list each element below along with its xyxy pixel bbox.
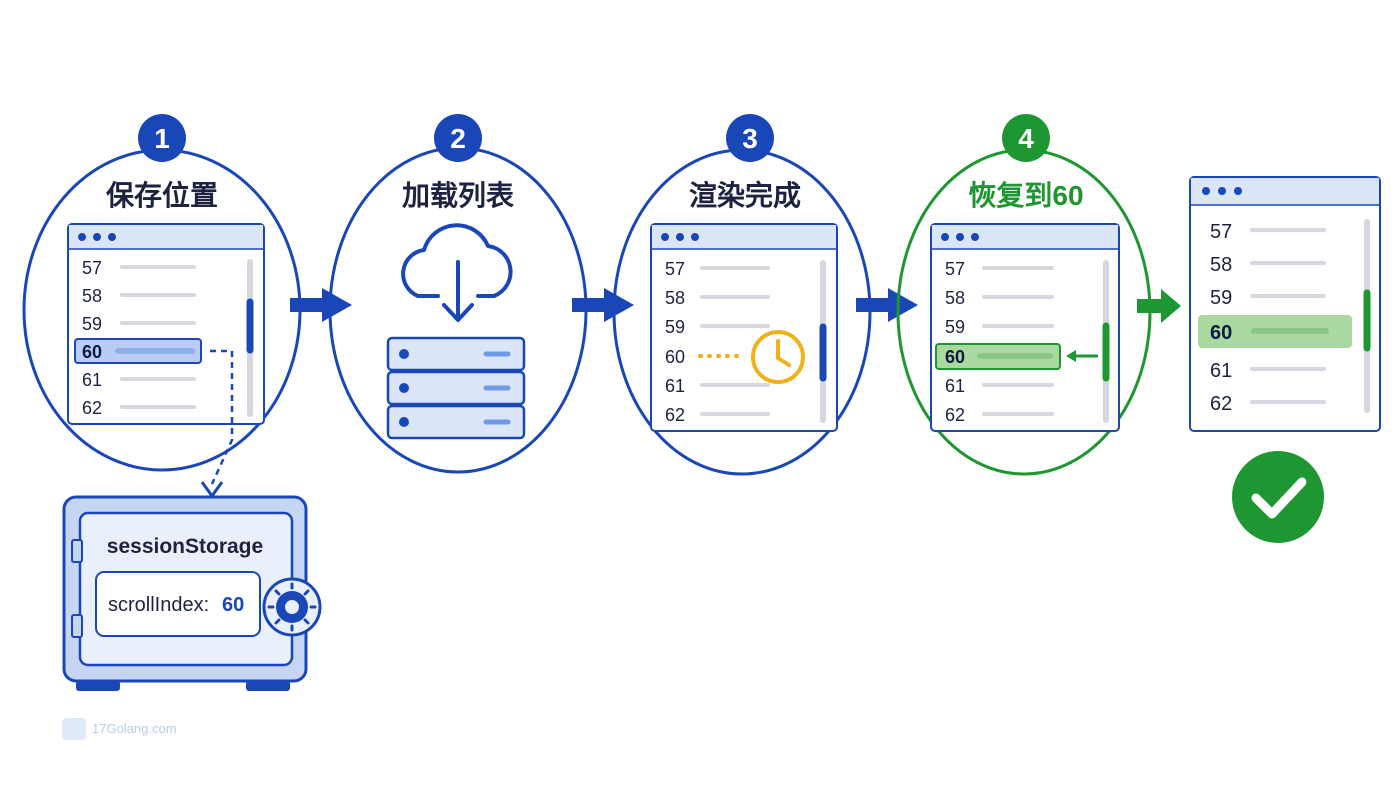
flow-arrow-2 [572,288,634,322]
cloud-download-icon [401,223,513,322]
watermark: 17Golang.com [62,718,177,740]
row-label: 57 [665,259,685,279]
row-label: 58 [665,288,685,308]
row-label: 57 [1210,221,1232,243]
row-label: 57 [82,258,102,278]
step-2: 2 加载列表 [328,114,588,474]
save-connector-arrowhead [200,481,224,499]
row-label: 58 [1210,254,1232,276]
step-3: 3 渲染完成 57 58 59 60 61 62 [612,114,872,476]
row-label: 61 [945,376,965,396]
storage-entry-box [95,571,261,637]
row-label: 62 [82,398,102,418]
server-stack-icon [386,336,526,440]
safe-dial-icon [262,577,322,637]
list-window-3: 57 58 59 60 61 62 [650,223,838,432]
session-storage-safe: sessionStorage scrollIndex: 60 [62,495,322,691]
clock-icon [751,330,805,384]
row-label: 61 [1210,360,1232,382]
row-label: 62 [1210,393,1232,415]
row-label: 62 [665,405,685,425]
row-label: 59 [1210,287,1232,309]
step-2-badge [434,114,482,162]
storage-key: scrollIndex: [108,594,209,616]
row-label: 59 [665,317,685,337]
check-circle-icon [1232,451,1324,543]
step-1: 1 保存位置 57 58 59 60 61 62 [22,114,302,499]
watermark-text: 17Golang.com [92,721,177,736]
result-window: 57 58 59 60 61 62 [1189,176,1381,432]
window-dot [78,233,86,241]
window-dot [93,233,101,241]
list-window-4: 57 58 59 60 61 62 [930,223,1120,432]
watermark-logo-icon [62,718,86,740]
row-label-selected: 60 [82,342,102,362]
row-label: 58 [82,286,102,306]
row-label: 59 [82,314,102,334]
storage-value: 60 [222,594,244,616]
row-label-final: 60 [1210,322,1232,344]
row-label: 58 [945,288,965,308]
row-label: 60 [665,347,685,367]
row-label: 61 [82,370,102,390]
save-connector [210,349,234,485]
row-label: 57 [945,259,965,279]
step-3-badge [726,114,774,162]
step-1-badge [138,114,186,162]
scroll-to-arrow [1066,350,1098,362]
row-label: 61 [665,376,685,396]
step-2-title: 加载列表 [402,180,514,211]
step-1-title: 保存位置 [106,179,218,211]
step-4: 4 恢复到60 57 58 59 60 61 62 [896,114,1152,476]
step-4-number: 4 [1018,123,1034,154]
flow-arrow-3 [856,288,918,322]
storage-title: sessionStorage [107,535,263,558]
step-3-number: 3 [742,123,758,154]
window-dot [108,233,116,241]
step-4-title: 恢复到60 [968,180,1083,211]
list-window-1: 57 58 59 60 61 62 [67,223,265,425]
row-label-restored: 60 [945,347,965,367]
step-3-title: 渲染完成 [689,179,801,211]
step-2-number: 2 [450,123,466,154]
flow-arrow-4 [1137,289,1181,323]
row-label: 62 [945,405,965,425]
step-4-badge [1002,114,1050,162]
step-1-number: 1 [154,123,170,154]
row-label: 59 [945,317,965,337]
